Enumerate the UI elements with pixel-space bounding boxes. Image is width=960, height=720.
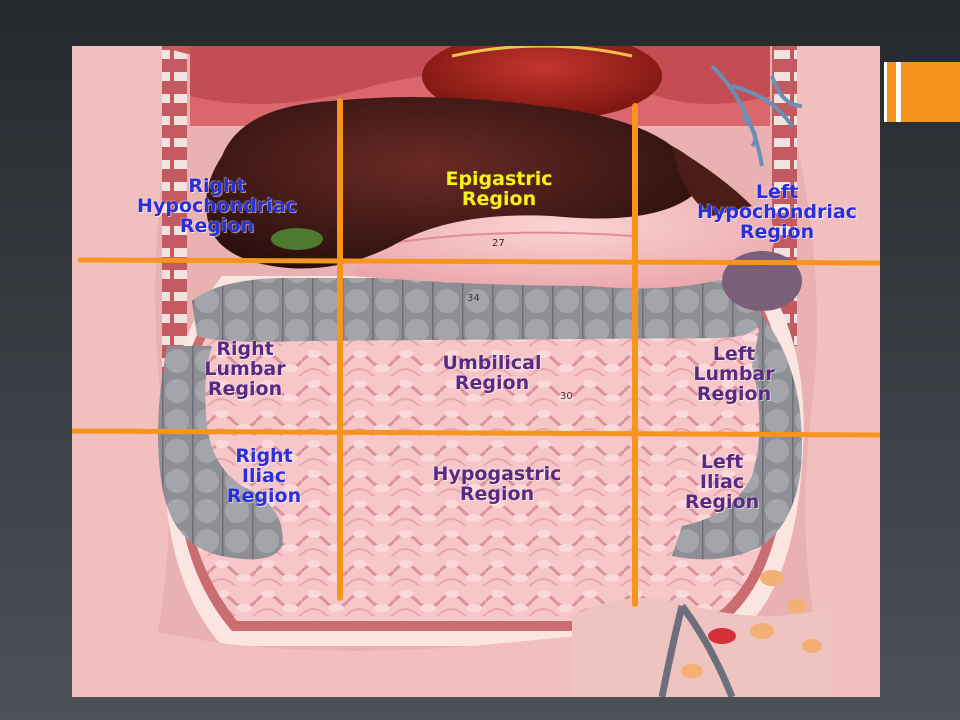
small-intestine [181, 296, 779, 621]
accent-bar-thin [887, 62, 896, 122]
liver [206, 97, 699, 269]
anatomy-illustration: 27 30 34 [72, 46, 880, 697]
label-umbilical: Umbilical Region [442, 352, 542, 394]
descending-colon [672, 316, 802, 560]
grid-horizontal-subcostal [77, 257, 880, 266]
model-number-27: 27 [492, 238, 505, 249]
label-right-hypochondriac: Right Hypochondriac Region [137, 175, 297, 237]
grid-horizontal-transtubercular [72, 428, 880, 438]
model-number-30: 30 [560, 391, 573, 402]
gallbladder [271, 228, 323, 250]
abdomen-model-photo: 27 30 34 Right Hypochondriac Region Epig… [72, 46, 880, 697]
ascending-colon [158, 346, 283, 560]
spleen [722, 251, 802, 311]
transverse-colon [192, 277, 762, 342]
label-right-lumbar: Right Lumbar Region [204, 338, 286, 400]
label-left-lumbar: Left Lumbar Region [693, 343, 775, 405]
label-right-iliac: Right Iliac Region [226, 445, 302, 507]
iliac-vessels [658, 603, 736, 697]
lung-vessels [710, 64, 803, 167]
model-number-34: 34 [467, 293, 480, 304]
accent-bar-block [901, 62, 960, 122]
label-epigastric: Epigastric Region [445, 168, 553, 210]
label-left-iliac: Left Iliac Region [684, 451, 760, 513]
label-left-hypochondriac: Left Hypochondriac Region [697, 181, 857, 243]
nine-region-grid [72, 98, 880, 607]
label-hypogastric: Hypogastric Region [432, 463, 562, 505]
